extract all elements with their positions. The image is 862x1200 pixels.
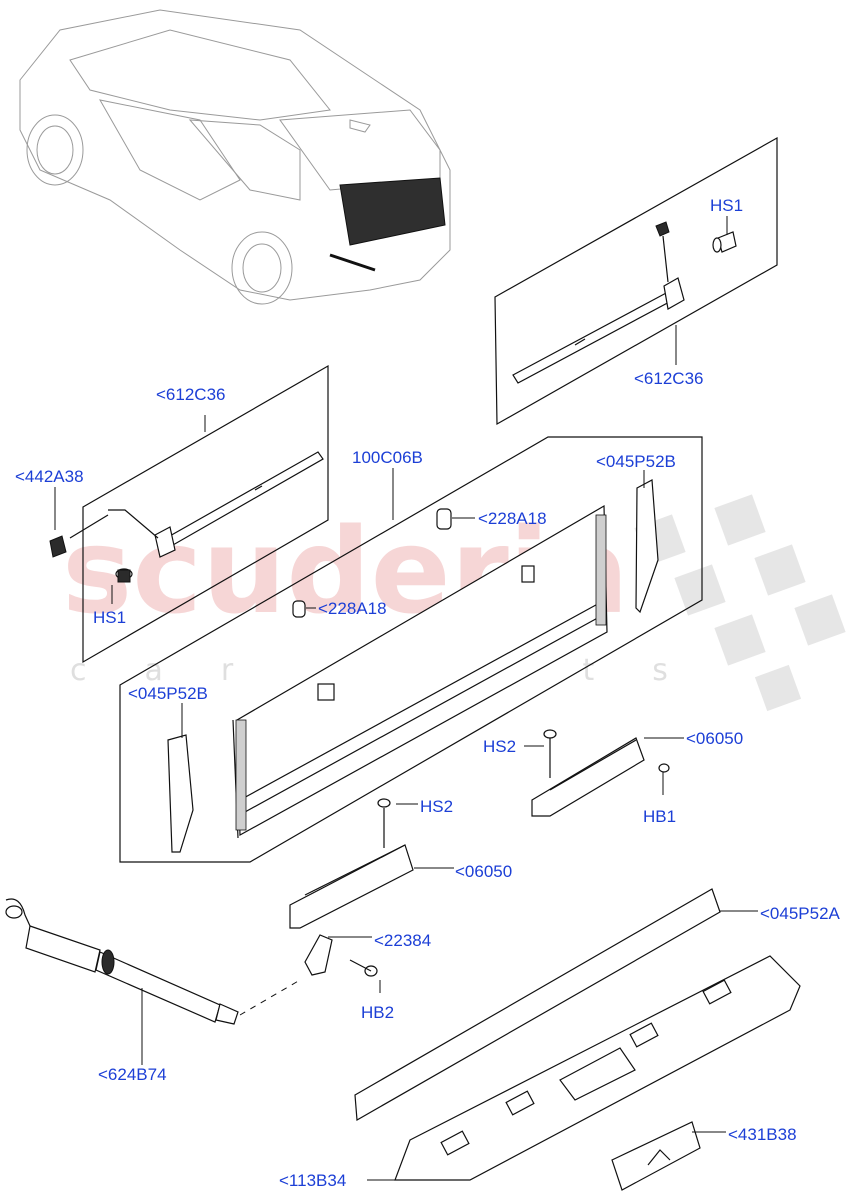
callout-hs1-left: HS1 — [93, 608, 126, 627]
callout-hs2-right: HS2 — [483, 737, 516, 756]
callout-612c36-left: <612C36 — [156, 385, 225, 404]
callout-442a38: <442A38 — [15, 467, 84, 486]
callout-045p52b-left: <045P52B — [128, 684, 208, 703]
vehicle-illustration — [19, 9, 451, 305]
callout-045p52a: <045P52A — [760, 904, 841, 923]
group-hinge-rod-left: <612C36 <442A38 HS1 — [15, 364, 329, 664]
watermark-checker-flag — [634, 494, 846, 712]
callout-06050-center: <06050 — [455, 862, 512, 881]
callout-100c06b: 100C06B — [352, 448, 423, 467]
group-floor-panel: <113B34 — [279, 955, 801, 1190]
callout-228a18-top: <228A18 — [478, 509, 547, 528]
group-trim-strip-lower: <045P52A — [354, 888, 841, 1121]
group-trim-strip-right: <045P52B — [596, 452, 676, 614]
callout-hs1-right: HS1 — [710, 196, 743, 215]
callout-hb1: HB1 — [643, 807, 676, 826]
group-gas-strut: <624B74 — [5, 898, 301, 1084]
callout-06050-right: <06050 — [686, 729, 743, 748]
group-hinge-rod-right: HS1 <612C36 — [494, 136, 778, 426]
callout-045p52b-right: <045P52B — [596, 452, 676, 471]
group-strut-bracket: <22384 HB2 — [304, 931, 431, 1022]
callout-228a18-mid: <228A18 — [318, 599, 387, 618]
callout-624b74: <624B74 — [98, 1065, 167, 1084]
callout-113b34: <113B34 — [279, 1171, 346, 1190]
group-tailgate-panel: 100C06B <228A18 <228A18 — [119, 436, 703, 863]
group-cover-plate: <431B38 — [611, 1121, 797, 1191]
group-bracket-center: HS2 <06050 — [289, 797, 512, 929]
group-trim-strip-left: <045P52B — [128, 684, 208, 853]
callout-hb2: HB2 — [361, 1003, 394, 1022]
callout-22384: <22384 — [374, 931, 431, 950]
group-bracket-right: <06050 HS2 HB1 — [483, 729, 743, 826]
callout-431b38: <431B38 — [728, 1125, 797, 1144]
callout-hs2-center: HS2 — [420, 797, 453, 816]
callout-612c36-right: <612C36 — [634, 369, 703, 388]
